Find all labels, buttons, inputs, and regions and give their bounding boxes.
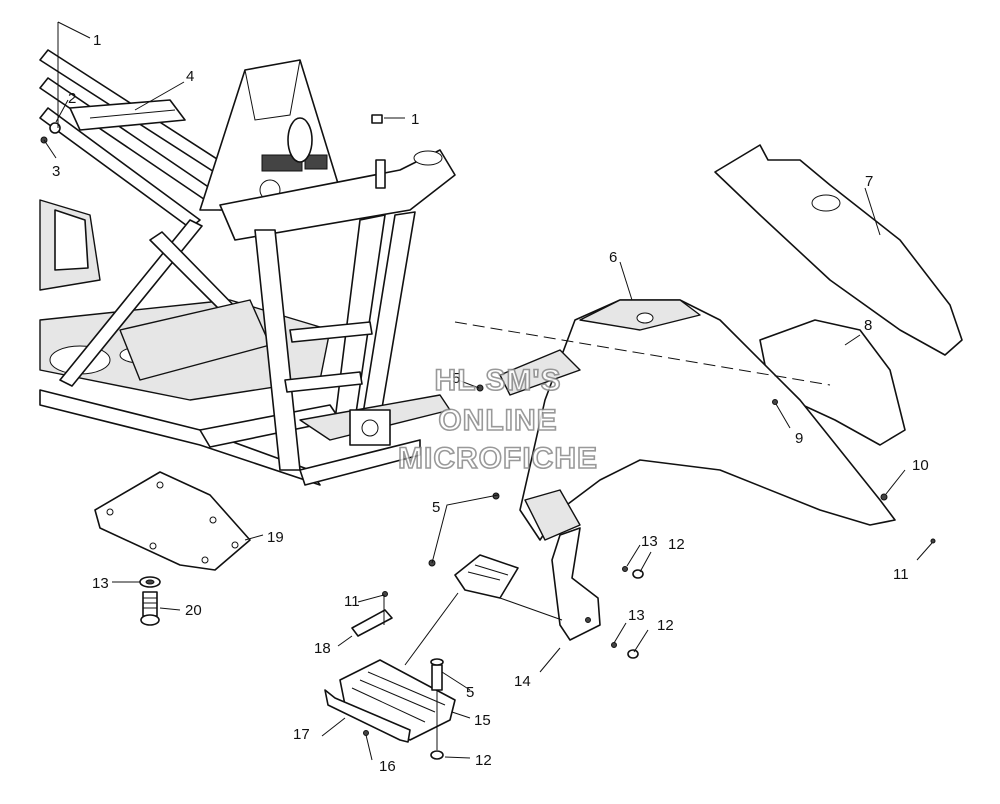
callout-4: 4 bbox=[186, 68, 194, 85]
callout-1: 1 bbox=[93, 32, 101, 49]
callout-5: 5 bbox=[452, 370, 460, 387]
watermark-line-1: HL SM'S bbox=[435, 364, 562, 397]
callout-14: 14 bbox=[514, 673, 531, 690]
watermark-line-3: MICROFICHE bbox=[398, 442, 598, 475]
callout-12: 12 bbox=[668, 536, 685, 553]
callout-6: 6 bbox=[609, 249, 617, 266]
callout-5: 5 bbox=[432, 499, 440, 516]
callout-11: 11 bbox=[893, 566, 909, 583]
callout-labels: 1 1 2 3 4 5 5 5 6 7 8 9 10 11 11 12 12 1… bbox=[52, 32, 929, 775]
callout-15: 15 bbox=[474, 712, 491, 729]
mud-flap bbox=[551, 527, 601, 641]
callout-9: 9 bbox=[795, 430, 803, 447]
hardware bbox=[428, 384, 936, 760]
callout-13: 13 bbox=[628, 607, 645, 624]
callout-16: 16 bbox=[379, 758, 396, 775]
rear-fender bbox=[454, 299, 906, 541]
callout-8: 8 bbox=[864, 317, 872, 334]
callout-5: 5 bbox=[466, 684, 474, 701]
callout-11: 11 bbox=[344, 593, 360, 610]
callout-13: 13 bbox=[641, 533, 658, 550]
callout-7: 7 bbox=[865, 173, 873, 190]
footrest bbox=[324, 554, 519, 743]
callout-13: 13 bbox=[92, 575, 109, 592]
callout-12: 12 bbox=[657, 617, 674, 634]
rack-cover bbox=[714, 144, 963, 356]
bolt bbox=[140, 591, 160, 626]
watermark-line-2: ONLINE bbox=[438, 404, 557, 437]
callout-17: 17 bbox=[293, 726, 310, 743]
callout-20: 20 bbox=[185, 602, 202, 619]
callout-2: 2 bbox=[68, 90, 76, 107]
watermark: HL SM'S ONLINE MICROFICHE bbox=[397, 363, 598, 476]
callout-10: 10 bbox=[912, 457, 929, 474]
washer bbox=[139, 576, 161, 588]
callout-3: 3 bbox=[52, 163, 60, 180]
frame-assembly bbox=[39, 49, 456, 486]
leader-lines bbox=[43, 21, 933, 761]
callout-1: 1 bbox=[411, 111, 419, 128]
callout-12: 12 bbox=[475, 752, 492, 769]
callout-19: 19 bbox=[267, 529, 284, 546]
callout-18: 18 bbox=[314, 640, 331, 657]
skid-plate bbox=[94, 471, 251, 571]
